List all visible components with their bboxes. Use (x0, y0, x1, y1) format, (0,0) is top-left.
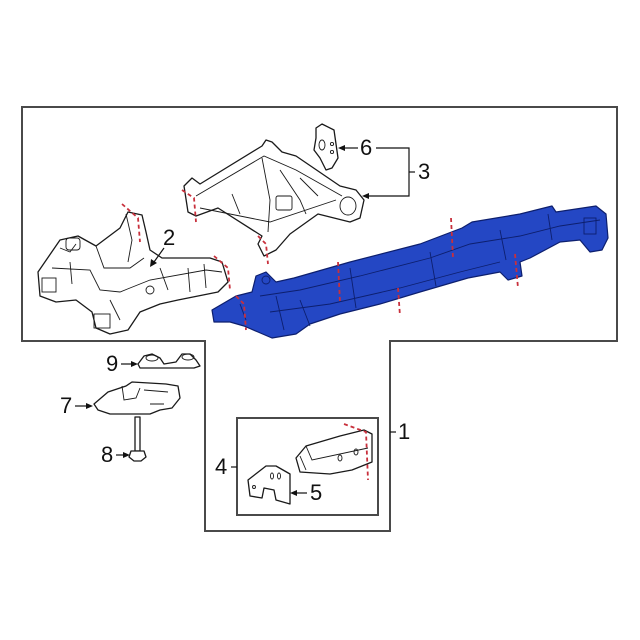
callout-1[interactable]: 1 (398, 419, 411, 444)
cut-line (343, 423, 369, 481)
cut-line (121, 203, 141, 243)
body-mount (93, 381, 181, 415)
cut-line (514, 253, 519, 289)
diagram-border (21, 106, 618, 532)
callout-5[interactable]: 5 (310, 480, 323, 505)
bracket-plate (247, 465, 291, 505)
callout-2[interactable]: 2 (163, 225, 176, 250)
cut-line (235, 295, 247, 331)
callout-7[interactable]: 7 (60, 393, 73, 418)
cut-line (257, 235, 269, 265)
callout-8[interactable]: 8 (101, 442, 114, 467)
callout-4[interactable]: 4 (215, 454, 228, 479)
main-frame-highlighted[interactable] (211, 205, 609, 339)
front-frame-section (37, 211, 229, 335)
bolt (128, 416, 147, 462)
center-crossmember-section (183, 139, 365, 257)
cut-line (181, 189, 197, 223)
leader-lines (75, 145, 415, 496)
callout-9[interactable]: 9 (106, 351, 119, 376)
mount-bracket (313, 123, 339, 171)
frame-extension (295, 429, 373, 475)
insulators (137, 353, 201, 369)
callout-6[interactable]: 6 (360, 135, 373, 160)
cut-line (397, 287, 401, 317)
callout-3[interactable]: 3 (418, 159, 431, 184)
